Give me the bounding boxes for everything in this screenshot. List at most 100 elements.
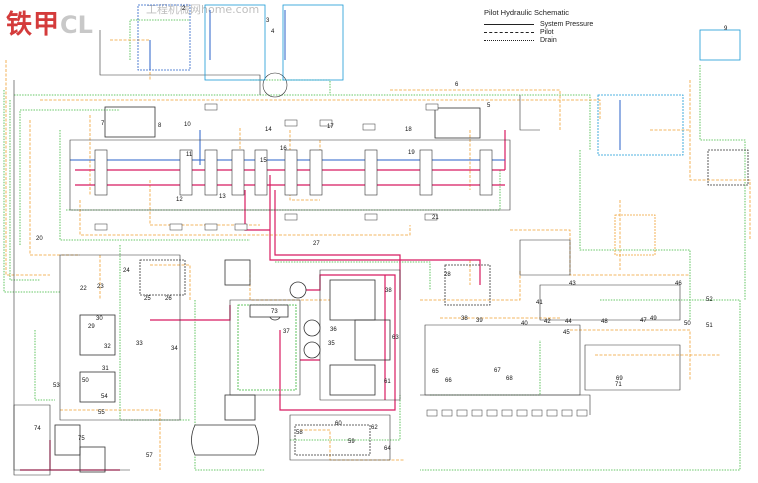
- callout-38b: 38: [461, 316, 468, 322]
- watermark-brand-en: CL: [60, 11, 93, 39]
- valve-24-box: [224, 259, 251, 286]
- watermark-brand-cn: 铁甲: [6, 10, 61, 40]
- main-relief-block: [329, 279, 376, 321]
- callout-54: 54: [101, 394, 108, 400]
- valve-5-box: [434, 107, 481, 139]
- drain-lines: [3, 19, 746, 471]
- callout-66: 66: [445, 378, 452, 384]
- callout-21: 21: [432, 215, 439, 221]
- spool-1: [94, 149, 108, 196]
- callout-16: 16: [280, 146, 287, 152]
- callout-62: 62: [371, 425, 378, 431]
- callout-61: 61: [384, 379, 391, 385]
- callout-3: 3: [266, 18, 270, 24]
- callout-26: 26: [165, 296, 172, 302]
- callout-19: 19: [408, 150, 415, 156]
- spool-6: [284, 149, 298, 196]
- callout-45: 45: [563, 330, 570, 336]
- pump-icon: [289, 281, 307, 299]
- callout-50: 50: [684, 321, 691, 327]
- tanks: [191, 279, 376, 456]
- callout-35: 35: [328, 341, 335, 347]
- callout-55: 55: [98, 410, 105, 416]
- legend: Pilot Hydraulic Schematic System Pressur…: [484, 8, 593, 44]
- callout-13: 13: [219, 194, 226, 200]
- joystick-right-box: [282, 4, 344, 81]
- callout-42: 42: [544, 319, 551, 325]
- valve-tags: [94, 103, 588, 417]
- callout-69: 69: [616, 376, 623, 382]
- callout-29: 29: [88, 324, 95, 330]
- callout-27: 27: [313, 241, 320, 247]
- spool-4: [231, 149, 245, 196]
- callout-50b: 50: [82, 378, 89, 384]
- joystick-left-box: [204, 4, 266, 81]
- legend-row-drain: Drain: [484, 36, 593, 44]
- callout-49: 49: [650, 316, 657, 322]
- callout-28: 28: [444, 272, 451, 278]
- callout-59: 59: [348, 439, 355, 445]
- callout-53: 53: [53, 383, 60, 389]
- callout-22: 22: [80, 286, 87, 292]
- callout-47: 47: [640, 318, 647, 324]
- cylinder-icon: [249, 304, 289, 318]
- callout-15: 15: [260, 158, 267, 164]
- spool-9: [419, 149, 433, 196]
- callout-43: 43: [569, 281, 576, 287]
- callout-23: 23: [97, 284, 104, 290]
- callout-numbers: 2 3 4 5 6 7 8 9 10 11 12 13 14 15 16 17 …: [34, 6, 728, 459]
- valve-54-box: [79, 371, 116, 403]
- legend-label-pilot: Pilot: [540, 28, 554, 36]
- callout-46: 46: [675, 281, 682, 287]
- callout-57: 57: [146, 453, 153, 459]
- callout-30: 30: [96, 316, 103, 322]
- callout-24: 24: [123, 268, 130, 274]
- callout-33: 33: [136, 341, 143, 347]
- legend-row-pilot: Pilot: [484, 28, 593, 36]
- callout-44: 44: [565, 319, 572, 325]
- callout-17: 17: [327, 124, 334, 130]
- watermark-site-en: home.com: [201, 3, 260, 16]
- callout-25: 25: [144, 296, 151, 302]
- pilot-pump-box: [137, 4, 191, 71]
- legend-line-dashed: [484, 31, 534, 33]
- filter-2-box: [79, 446, 106, 473]
- valve-28-box: [444, 264, 491, 306]
- tank-lines: [70, 10, 621, 165]
- valve-7-box: [104, 106, 156, 138]
- callout-75: 75: [78, 436, 85, 442]
- legend-line-dotted: [484, 39, 534, 41]
- main-relief-block-2: [329, 364, 376, 396]
- watermark: 铁甲CL 工程机械网home.com: [6, 3, 259, 41]
- callout-60: 60: [335, 421, 342, 427]
- spool-2: [179, 149, 193, 196]
- right-pilot-box: [614, 214, 656, 256]
- spool-10: [479, 149, 493, 196]
- valve-32-box: [79, 314, 116, 356]
- callout-68: 68: [506, 376, 513, 382]
- legend-title: Pilot Hydraulic Schematic: [484, 8, 570, 17]
- callout-14: 14: [265, 127, 272, 133]
- reservoir-icon: [191, 424, 259, 456]
- callout-51: 51: [706, 323, 713, 329]
- callout-52: 52: [706, 297, 713, 303]
- callout-18: 18: [405, 127, 412, 133]
- callout-9: 9: [724, 26, 728, 32]
- pump-icon: [303, 319, 321, 337]
- spool-3: [204, 149, 218, 196]
- spool-8: [364, 149, 378, 196]
- callout-34: 34: [171, 346, 178, 352]
- spool-7: [309, 149, 323, 196]
- legend-row-system-pressure: System Pressure: [484, 20, 593, 28]
- legend-label-system-pressure: System Pressure: [540, 20, 594, 28]
- callout-11: 11: [186, 152, 193, 158]
- callout-74: 74: [34, 426, 41, 432]
- valve-9-box: [699, 29, 741, 61]
- callout-39: 39: [476, 318, 483, 324]
- callout-73: 73: [271, 309, 278, 315]
- pump-icon: [303, 341, 321, 359]
- callout-36: 36: [330, 327, 337, 333]
- outline-lines: [13, 30, 681, 476]
- callout-58: 58: [296, 430, 303, 436]
